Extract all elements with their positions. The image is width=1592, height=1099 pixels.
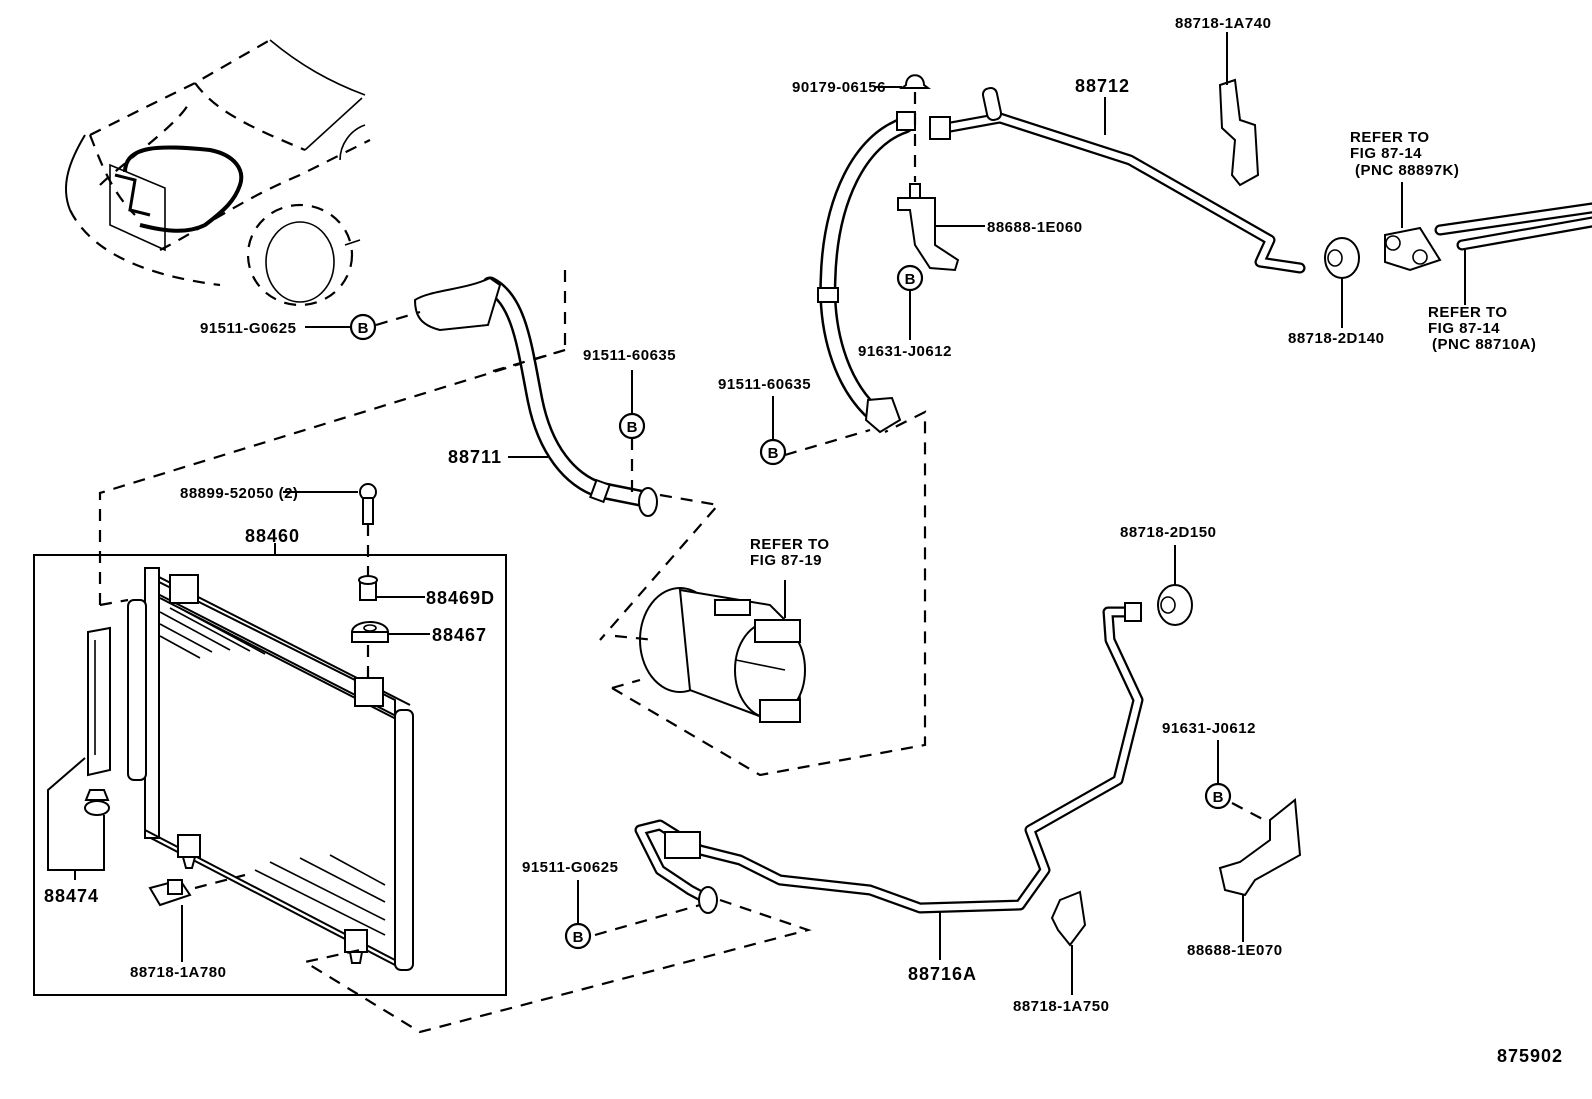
- label-cushion-88718-2d150: 88718-2D150: [1120, 524, 1216, 541]
- label-bolt-91511-g0625-top: 91511-G0625: [200, 320, 296, 337]
- bolt-marker-g0625-bottom: B: [564, 922, 592, 950]
- condenser-group-frame: [33, 554, 507, 996]
- label-nut-90179-06156: 90179-06156: [792, 79, 886, 96]
- label-refer-compressor-line1: REFER TO: [750, 536, 830, 553]
- label-refer-88897k-line3: (PNC 88897K): [1355, 162, 1459, 179]
- label-filter-88474: 88474: [44, 886, 99, 906]
- bolt-marker-60635-mid: B: [759, 438, 787, 466]
- label-collar-88469d: 88469D: [426, 588, 495, 608]
- label-refer-88710a-line3: (PNC 88710A): [1432, 336, 1536, 353]
- label-bracket-88688-1e070: 88688-1E070: [1187, 942, 1283, 959]
- bolt-marker-g0625-top: B: [349, 310, 421, 341]
- label-bolt-91511-g0625-bottom: 91511-G0625: [522, 859, 618, 876]
- svg-text:B: B: [905, 271, 916, 288]
- label-cushion-88718-2d140: 88718-2D140: [1288, 330, 1384, 347]
- label-clamp-88718-1a780: 88718-1A780: [130, 964, 226, 981]
- label-refer-88897k-line2: FIG 87-14: [1350, 145, 1422, 162]
- bolt-marker-j0612-bottom: B: [1204, 782, 1232, 810]
- svg-text:B: B: [768, 445, 779, 462]
- label-refer-88897k-line1: REFER TO: [1350, 129, 1430, 146]
- label-hose-88711: 88711: [448, 447, 502, 467]
- label-bolt-91631-j0612-bottom: 91631-J0612: [1162, 720, 1256, 737]
- label-bolt-91511-60635-left: 91511-60635: [583, 347, 676, 364]
- liquid-tube-88716a: [302, 545, 1302, 1034]
- label-refer-88710a-line2: FIG 87-14: [1428, 320, 1500, 337]
- figure-number: 875902: [1497, 1046, 1563, 1066]
- svg-text:B: B: [1213, 789, 1224, 806]
- label-refer-compressor-line2: FIG 87-19: [750, 552, 822, 569]
- svg-text:B: B: [573, 929, 584, 946]
- bolt-marker-60635-left: B: [618, 412, 646, 492]
- label-clamp-88718-1a750: 88718-1A750: [1013, 998, 1109, 1015]
- svg-text:B: B: [627, 419, 638, 436]
- label-bracket-88688-1e060: 88688-1E060: [987, 219, 1083, 236]
- label-bolt-88899-52050: 88899-52050 (2): [180, 485, 298, 502]
- discharge-hose-88712: [784, 32, 1592, 457]
- label-bolt-91511-60635-mid: 91511-60635: [718, 376, 811, 393]
- bolt-marker-j0612-top: B: [896, 264, 924, 292]
- part-labels: 90179-06156 88712 88718-1A740 REFER TO F…: [44, 15, 1563, 1066]
- suction-hose-88711: [413, 270, 721, 641]
- vehicle-location-illustration: [64, 39, 371, 307]
- leader-lines: [305, 290, 1219, 924]
- svg-text:B: B: [358, 320, 369, 337]
- label-tube-88716a: 88716A: [908, 964, 977, 984]
- label-cushion-88467: 88467: [432, 625, 487, 645]
- condenser-assembly-group: [33, 348, 566, 996]
- bolt-markers: B B B B B B: [349, 264, 1232, 950]
- label-bolt-91631-j0612-top: 91631-J0612: [858, 343, 952, 360]
- label-refer-88710a-line1: REFER TO: [1428, 304, 1508, 321]
- compressor-reference-illustration: [611, 410, 927, 777]
- label-hose-88712: 88712: [1075, 76, 1130, 96]
- label-clamp-88718-1a740: 88718-1A740: [1175, 15, 1271, 32]
- label-condenser-88460: 88460: [245, 526, 300, 546]
